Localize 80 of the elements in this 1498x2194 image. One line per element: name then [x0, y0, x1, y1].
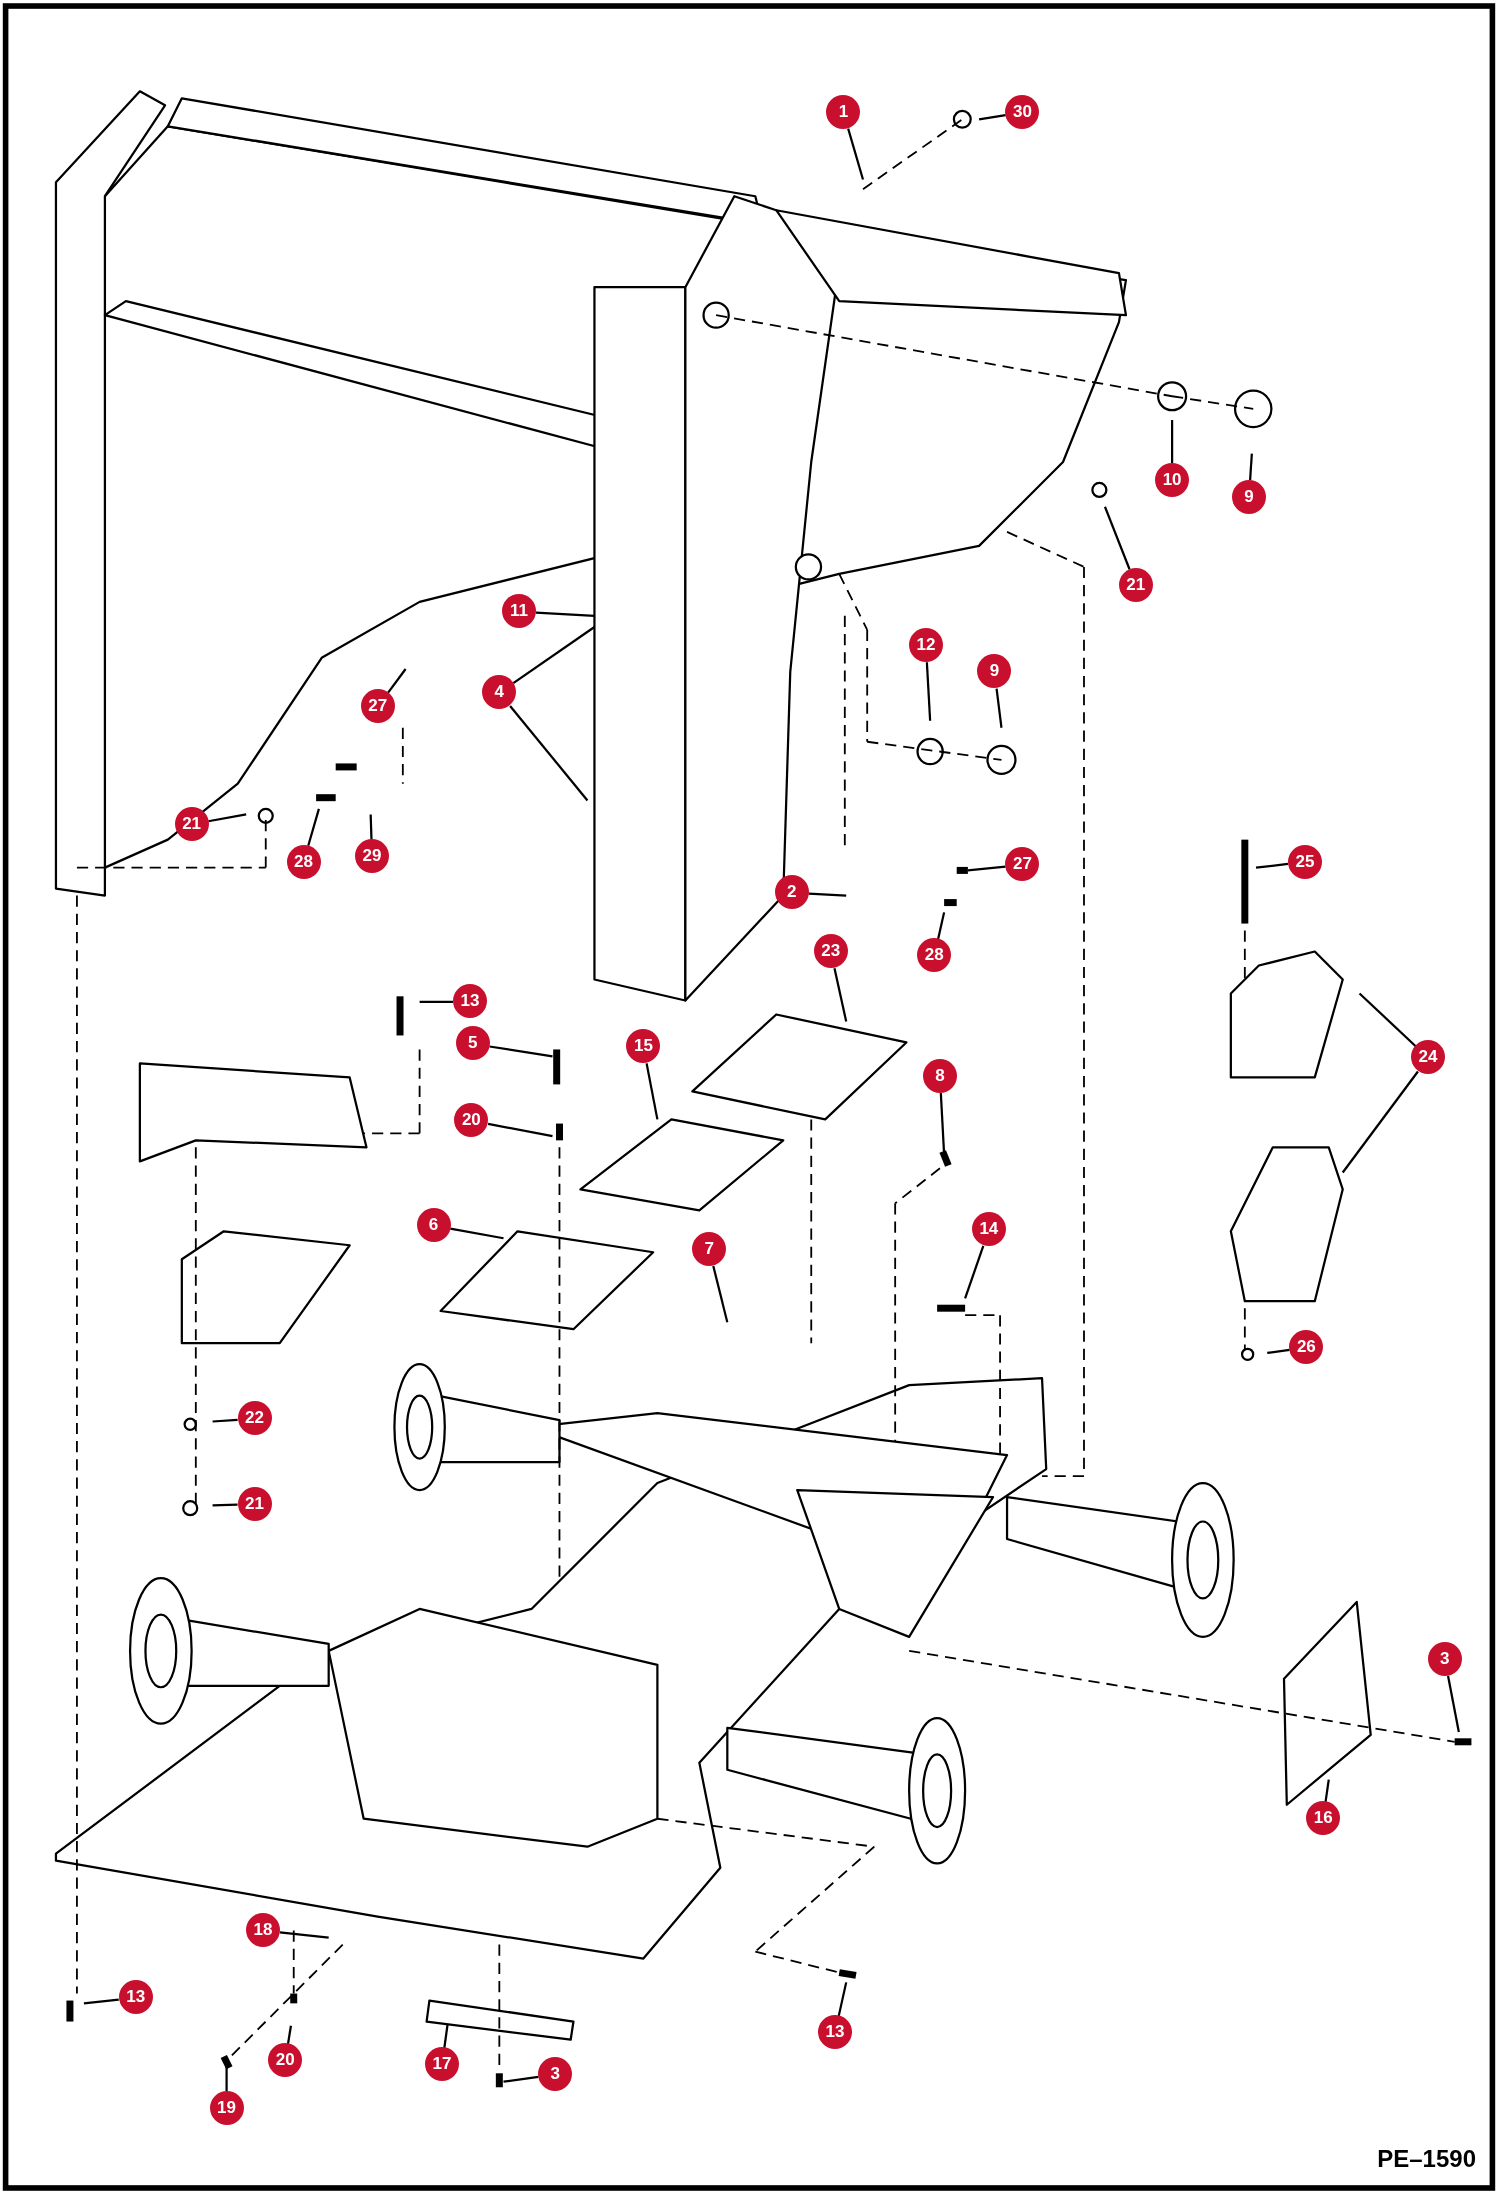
callout-number: 18	[245, 1913, 280, 1948]
leader-line	[443, 2024, 449, 2049]
leader-line	[307, 808, 320, 846]
leader-line	[212, 1418, 238, 1423]
leader-line	[450, 1227, 504, 1240]
callout-number: 26	[1289, 1329, 1324, 1364]
leader-line	[712, 1265, 729, 1323]
leader-line	[509, 705, 589, 802]
leader-line	[535, 611, 595, 617]
leader-line	[847, 128, 865, 180]
leader-line	[512, 626, 596, 685]
leader-line	[1324, 1779, 1330, 1803]
callout-number: 23	[813, 934, 848, 969]
callout-number: 24	[1411, 1040, 1446, 1075]
leader-line	[279, 1931, 329, 1939]
leader-line	[1446, 1675, 1460, 1733]
leader-line	[369, 814, 373, 840]
callout-number: 21	[1118, 567, 1153, 602]
leader-line	[939, 1092, 946, 1155]
callout-number: 9	[977, 654, 1012, 689]
leader-line	[1341, 1070, 1419, 1174]
leader-line	[833, 967, 848, 1022]
callout-number: 1	[826, 94, 861, 129]
leader-line	[225, 2066, 228, 2092]
callout-number: 13	[452, 984, 487, 1019]
leader-line	[995, 688, 1003, 728]
leader-line	[936, 912, 946, 940]
callout-number: 11	[501, 594, 536, 629]
leader-line	[837, 1982, 848, 2017]
callout-number: 13	[118, 1980, 153, 2015]
leader-line	[489, 1045, 553, 1058]
callout-number: 3	[1427, 1641, 1462, 1676]
callout-number: 12	[908, 627, 943, 662]
callout-number: 20	[268, 2043, 303, 2078]
leader-line	[212, 1503, 238, 1507]
callout-number: 16	[1306, 1801, 1341, 1836]
leader-line	[645, 1063, 659, 1120]
leader-line	[1255, 862, 1289, 869]
leader-line	[286, 2025, 293, 2045]
callout-number: 28	[917, 938, 952, 973]
leader-line	[208, 813, 247, 823]
callout-number: 20	[454, 1103, 489, 1138]
callout-number: 21	[237, 1486, 272, 1521]
leader-line	[925, 662, 932, 721]
callout-number: 22	[237, 1401, 272, 1436]
leader-line	[83, 1998, 119, 2005]
callout-number: 5	[455, 1026, 490, 1061]
callout-number: 10	[1155, 462, 1190, 497]
callout-number: 27	[360, 689, 395, 724]
callout-number: 8	[922, 1058, 957, 1093]
leader-line	[967, 865, 1006, 872]
callout-number: 19	[209, 2090, 244, 2125]
figure-code: PE–1590	[1377, 2145, 1476, 2173]
leader-line	[1171, 420, 1174, 464]
callout-number: 7	[692, 1232, 727, 1267]
callout-number: 4	[482, 675, 517, 710]
leader-line	[419, 1000, 453, 1003]
callout-number: 29	[355, 839, 390, 873]
callout-number: 9	[1232, 479, 1267, 514]
leader-line	[1249, 453, 1253, 481]
callout-number: 17	[425, 2047, 459, 2082]
leader-line	[503, 2075, 539, 2083]
callout-number: 3	[538, 2057, 573, 2092]
leader-line	[964, 1245, 985, 1299]
callout-number: 27	[1005, 847, 1040, 882]
callout-number: 13	[818, 2015, 852, 2050]
callout-number: 25	[1287, 844, 1322, 879]
callout-number: 30	[1005, 94, 1040, 129]
callout-number: 2	[774, 875, 809, 910]
callout-number: 28	[286, 844, 321, 879]
leader-line	[386, 668, 407, 694]
leader-line	[978, 113, 1006, 121]
leader-line	[808, 892, 847, 897]
callout-number: 6	[416, 1208, 451, 1243]
callout-number: 14	[971, 1212, 1006, 1247]
leader-line	[1267, 1348, 1290, 1355]
leader-line	[487, 1122, 553, 1138]
leader-line	[1358, 992, 1417, 1047]
leader-line	[1103, 506, 1131, 570]
callout-number: 15	[626, 1029, 661, 1064]
